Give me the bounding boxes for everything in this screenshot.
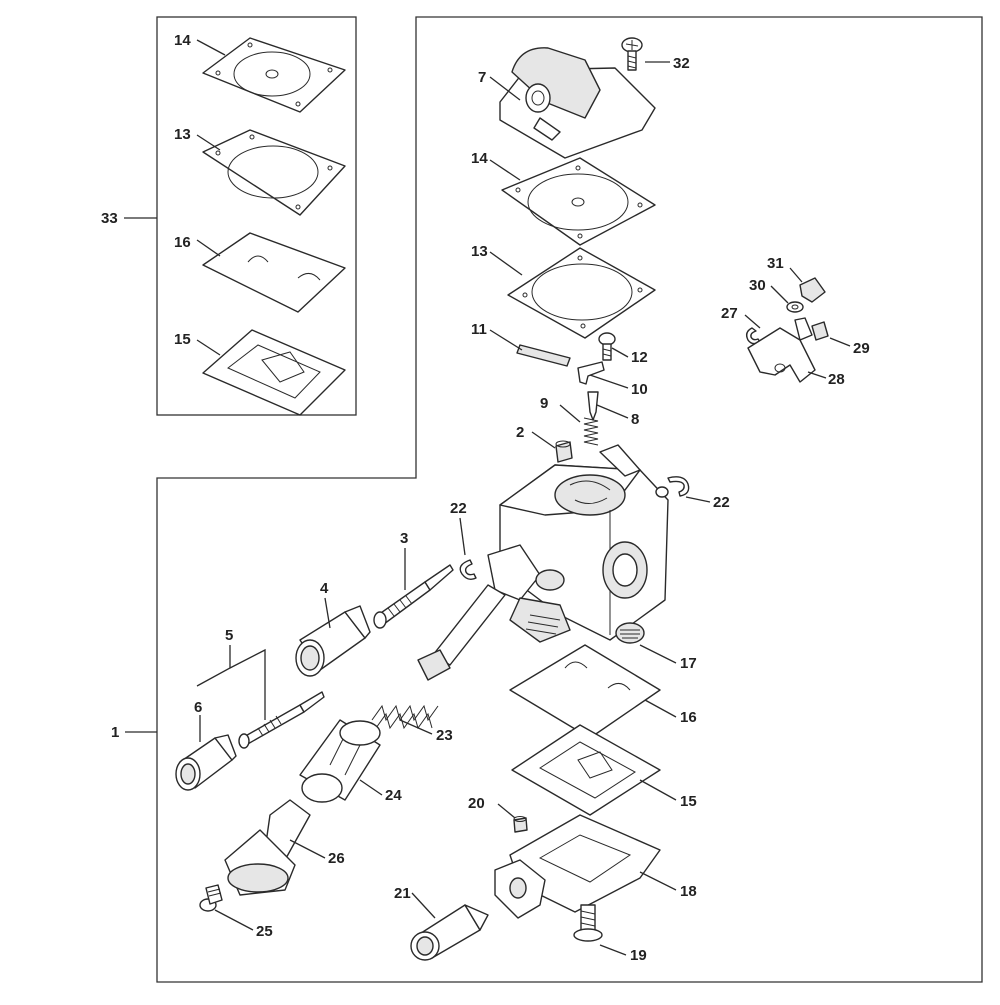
- callout-33: 33: [101, 210, 118, 227]
- callout-31: 31: [767, 255, 784, 272]
- callout-5: 5: [225, 627, 233, 644]
- sleeve-24: [299, 719, 381, 803]
- spring-23: [371, 704, 439, 730]
- choke-knob-26: [224, 799, 311, 896]
- clip-22-right: [667, 476, 690, 497]
- callout-25: 25: [256, 923, 273, 940]
- kit-gasket-13: [202, 129, 346, 216]
- callout-1: 1: [111, 724, 119, 741]
- callout-6: 6: [194, 699, 202, 716]
- callout-30: 30: [749, 277, 766, 294]
- inlet-needle-8: [587, 391, 599, 421]
- callout-2: 2: [516, 424, 524, 441]
- pump-cover-7: [499, 47, 656, 159]
- end-cover-18: [494, 814, 661, 919]
- callout-17: 17: [680, 655, 697, 672]
- lever-28: [747, 317, 816, 383]
- clip-22-left: [459, 559, 477, 581]
- repair-kit-frame: [156, 16, 357, 416]
- washer-30: [786, 301, 804, 313]
- strainer-17: [615, 622, 645, 644]
- screw-32: [621, 37, 643, 71]
- gasket-13: [507, 247, 656, 339]
- callout-4: 4: [320, 580, 329, 597]
- callout-14-kit: 14: [174, 32, 191, 49]
- callout-28: 28: [828, 371, 845, 388]
- callout-3: 3: [400, 530, 408, 547]
- screw-25: [199, 884, 223, 912]
- callout-labels: 14 13 16 15 33 7 32 14 13 11 12 10 8 9 2…: [101, 32, 870, 964]
- callout-27: 27: [721, 305, 738, 322]
- callout-20: 20: [468, 795, 485, 812]
- limiter-cap-6: [175, 734, 237, 791]
- callout-13: 13: [471, 243, 488, 260]
- callout-24: 24: [385, 787, 402, 804]
- callout-29: 29: [853, 340, 870, 357]
- throttle-shaft: [417, 584, 506, 681]
- lever-10: [577, 361, 605, 385]
- callout-32: 32: [673, 55, 690, 72]
- callout-16-kit: 16: [174, 234, 191, 251]
- callout-7: 7: [478, 69, 486, 86]
- pin-11: [516, 344, 571, 367]
- idle-jet-21: [410, 904, 489, 961]
- clip-27: [745, 327, 761, 345]
- limiter-cap-4: [295, 605, 371, 677]
- callout-22-right: 22: [713, 494, 730, 511]
- leader-lines: [124, 39, 851, 956]
- callout-15-kit: 15: [174, 331, 191, 348]
- callout-19: 19: [630, 947, 647, 964]
- adjust-screw-5: [238, 691, 325, 749]
- callout-18: 18: [680, 883, 697, 900]
- nut-31: [799, 277, 826, 303]
- diaphragm-14: [501, 157, 656, 246]
- screw-29: [811, 321, 829, 341]
- gasket-16: [509, 644, 661, 739]
- callout-12: 12: [631, 349, 648, 366]
- check-valve-20: [513, 816, 528, 833]
- gasket-15: [511, 724, 661, 816]
- callout-13-kit: 13: [174, 126, 191, 143]
- callout-16: 16: [680, 709, 697, 726]
- callout-11: 11: [471, 321, 487, 338]
- kit-gasket-16: [202, 232, 346, 313]
- carburetor-frame: [156, 16, 983, 983]
- callout-15: 15: [680, 793, 697, 810]
- adjust-screw-3: [373, 564, 454, 629]
- callout-9: 9: [540, 395, 548, 412]
- kit-diaphragm-14: [202, 37, 346, 113]
- screw-19: [573, 904, 603, 942]
- screw-12: [598, 332, 616, 361]
- kit-gasket-15: [202, 329, 346, 416]
- callout-23: 23: [436, 727, 453, 744]
- spring-9: [583, 417, 599, 446]
- callout-14: 14: [471, 150, 488, 167]
- carburetor-body: [487, 444, 669, 643]
- callout-22-left: 22: [450, 500, 467, 517]
- callout-21: 21: [394, 885, 411, 902]
- callout-10: 10: [631, 381, 648, 398]
- plug-2: [555, 440, 573, 463]
- callout-8: 8: [631, 411, 639, 428]
- callout-26: 26: [328, 850, 345, 867]
